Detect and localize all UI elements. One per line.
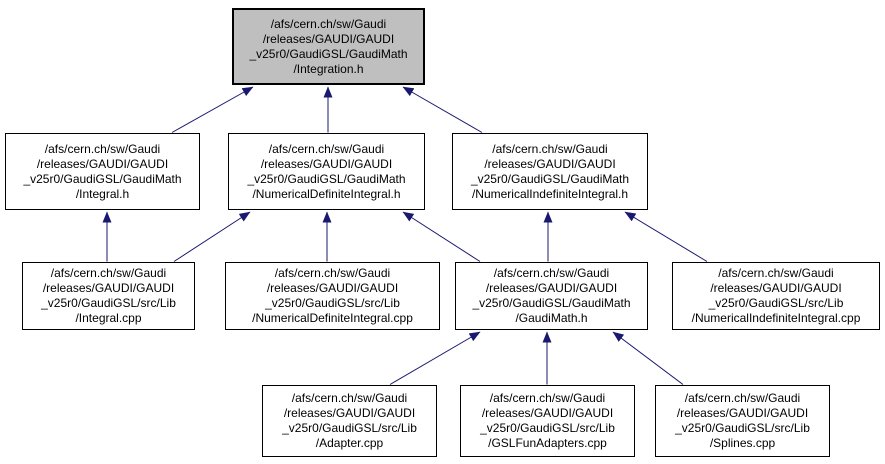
node-numerical-definite-integral-cpp[interactable]: /afs/cern.ch/sw/Gaudi /releases/GAUDI/GA… — [225, 262, 440, 330]
node-label-line: /afs/cern.ch/sw/Gaudi — [684, 391, 801, 405]
node-gslfunadapters-cpp[interactable]: /afs/cern.ch/sw/Gaudi /releases/GAUDI/GA… — [460, 385, 635, 457]
node-integration-h[interactable]: /afs/cern.ch/sw/Gaudi /releases/GAUDI/GA… — [232, 8, 425, 85]
node-label-line: _v25r0/GaudiGSL/src/Lib — [265, 296, 400, 310]
node-label-line: /releases/GAUDI/GAUDI — [481, 406, 614, 420]
node-label-line: /NumericalIndefiniteIntegral.cpp — [691, 311, 861, 325]
node-label-line: _v25r0/GaudiGSL/src/Lib — [41, 296, 176, 310]
node-integral-h[interactable]: /afs/cern.ch/sw/Gaudi /releases/GAUDI/GA… — [5, 133, 200, 210]
node-adapter-cpp[interactable]: /afs/cern.ch/sw/Gaudi /releases/GAUDI/GA… — [262, 385, 437, 457]
node-label-line: /afs/cern.ch/sw/Gaudi — [50, 266, 167, 280]
node-label-line: /NumericalDefiniteIntegral.h — [252, 186, 401, 201]
node-label-line: /Adapter.cpp — [315, 436, 384, 450]
node-label-line: /releases/GAUDI/GAUDI — [283, 406, 416, 420]
node-label-line: /GaudiMath.h — [515, 311, 588, 325]
node-label-line: /afs/cern.ch/sw/Gaudi — [268, 141, 385, 156]
edge-splines-cpp-to-gaudimath-h — [612, 331, 684, 385]
edge-adapter-cpp-to-gaudimath-h — [389, 331, 481, 385]
node-label-line: _v25r0/GaudiGSL/GaudiMath — [472, 296, 631, 310]
edge-gaudimath-h-to-numerical-definite-integral-h — [402, 211, 481, 262]
node-label-line: /GSLFunAdapters.cpp — [488, 436, 607, 450]
node-label-line: _v25r0/GaudiGSL/GaudiMath — [247, 171, 406, 186]
node-label-line: /releases/GAUDI/GAUDI — [260, 156, 393, 171]
node-numerical-indefinite-integral-cpp[interactable]: /afs/cern.ch/sw/Gaudi /releases/GAUDI/GA… — [672, 262, 880, 330]
node-label-line: /NumericalDefiniteIntegral.cpp — [252, 311, 413, 325]
node-label-line: /afs/cern.ch/sw/Gaudi — [274, 266, 391, 280]
edge-integral-h-to-integration-h — [171, 86, 254, 133]
node-label-line: /releases/GAUDI/GAUDI — [42, 281, 175, 295]
node-label-line: /afs/cern.ch/sw/Gaudi — [44, 141, 161, 156]
node-label-line: _v25r0/GaudiGSL/src/Lib — [675, 421, 810, 435]
node-label-line: /releases/GAUDI/GAUDI — [484, 156, 616, 171]
node-label-line: /Splines.cpp — [709, 436, 776, 450]
node-label-line: _v25r0/GaudiGSL/src/Lib — [480, 421, 615, 435]
node-label-line: /afs/cern.ch/sw/Gaudi — [291, 391, 408, 405]
node-label-line: /releases/GAUDI/GAUDI — [676, 406, 809, 420]
node-label-line: /releases/GAUDI/GAUDI — [485, 281, 618, 295]
node-label-line: _v25r0/GaudiGSL/GaudiMath — [249, 46, 408, 61]
node-label-line: /afs/cern.ch/sw/Gaudi — [718, 266, 834, 280]
node-label-line: _v25r0/GaudiGSL/GaudiMath — [470, 171, 630, 186]
edge-numerical-indefinite-integral-h-to-integration-h — [402, 86, 483, 133]
node-label-line: /releases/GAUDI/GAUDI — [36, 156, 169, 171]
node-label-line: /afs/cern.ch/sw/Gaudi — [489, 391, 606, 405]
node-label-line: /Integration.h — [293, 61, 364, 76]
node-gaudimath-h[interactable]: /afs/cern.ch/sw/Gaudi /releases/GAUDI/GA… — [455, 262, 648, 330]
node-label-line: /Integral.cpp — [75, 311, 142, 325]
node-label-line: _v25r0/GaudiGSL/src/Lib — [708, 296, 844, 310]
edge-numerical-indefinite-integral-cpp-to-numerical-indefinite-integral-h — [624, 211, 708, 262]
node-integral-cpp[interactable]: /afs/cern.ch/sw/Gaudi /releases/GAUDI/GA… — [22, 262, 195, 330]
node-numerical-definite-integral-h[interactable]: /afs/cern.ch/sw/Gaudi /releases/GAUDI/GA… — [228, 133, 425, 210]
node-label-line: /releases/GAUDI/GAUDI — [266, 281, 399, 295]
node-label-line: /releases/GAUDI/GAUDI — [262, 31, 395, 46]
edge-integral-cpp-to-numerical-definite-integral-h — [173, 211, 251, 262]
node-splines-cpp[interactable]: /afs/cern.ch/sw/Gaudi /releases/GAUDI/GA… — [655, 385, 830, 457]
node-label-line: /Integral.h — [75, 186, 130, 201]
node-label-line: _v25r0/GaudiGSL/src/Lib — [282, 421, 417, 435]
node-label-line: _v25r0/GaudiGSL/GaudiMath — [23, 171, 182, 186]
node-numerical-indefinite-integral-h[interactable]: /afs/cern.ch/sw/Gaudi /releases/GAUDI/GA… — [452, 133, 648, 210]
node-label-line: /afs/cern.ch/sw/Gaudi — [492, 141, 608, 156]
node-label-line: /afs/cern.ch/sw/Gaudi — [493, 266, 610, 280]
node-label-line: /releases/GAUDI/GAUDI — [710, 281, 842, 295]
node-label-line: /NumericalIndefiniteIntegral.h — [471, 186, 629, 201]
node-label-line: /afs/cern.ch/sw/Gaudi — [270, 16, 387, 31]
